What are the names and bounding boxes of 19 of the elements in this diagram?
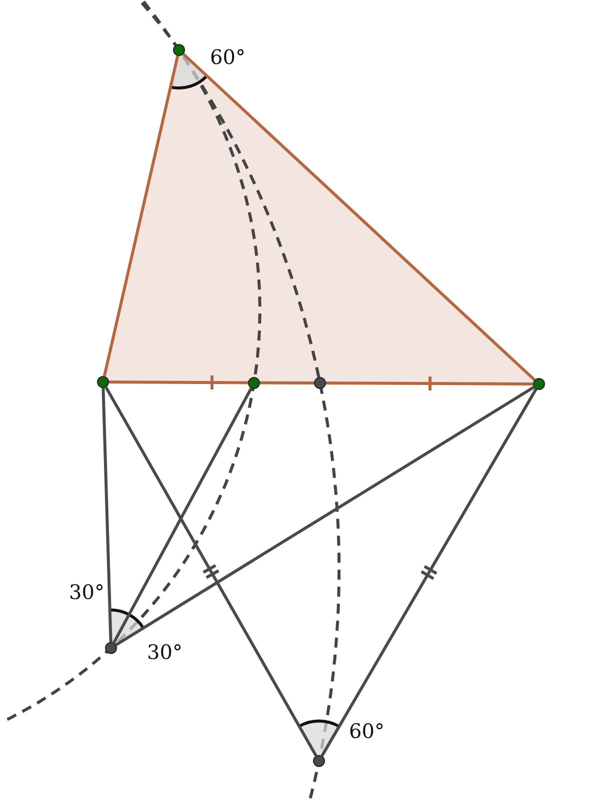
line-segment — [182, 52, 536, 382]
point — [248, 377, 260, 389]
line-segment — [104, 386, 318, 757]
line-segment — [109, 380, 533, 386]
point — [97, 376, 109, 388]
point — [533, 378, 545, 390]
line-segment — [102, 56, 180, 376]
point — [313, 755, 325, 767]
line-segment — [112, 388, 252, 644]
angle-label: 60° — [349, 721, 384, 741]
point — [173, 44, 185, 56]
line-segment — [115, 386, 535, 646]
angle-label: 30° — [147, 642, 182, 662]
angle-label: 60° — [210, 47, 246, 67]
angle-label: 30° — [69, 582, 104, 602]
point — [314, 377, 326, 389]
line-segment — [102, 388, 112, 642]
line-segment — [320, 388, 538, 757]
point — [105, 642, 117, 654]
